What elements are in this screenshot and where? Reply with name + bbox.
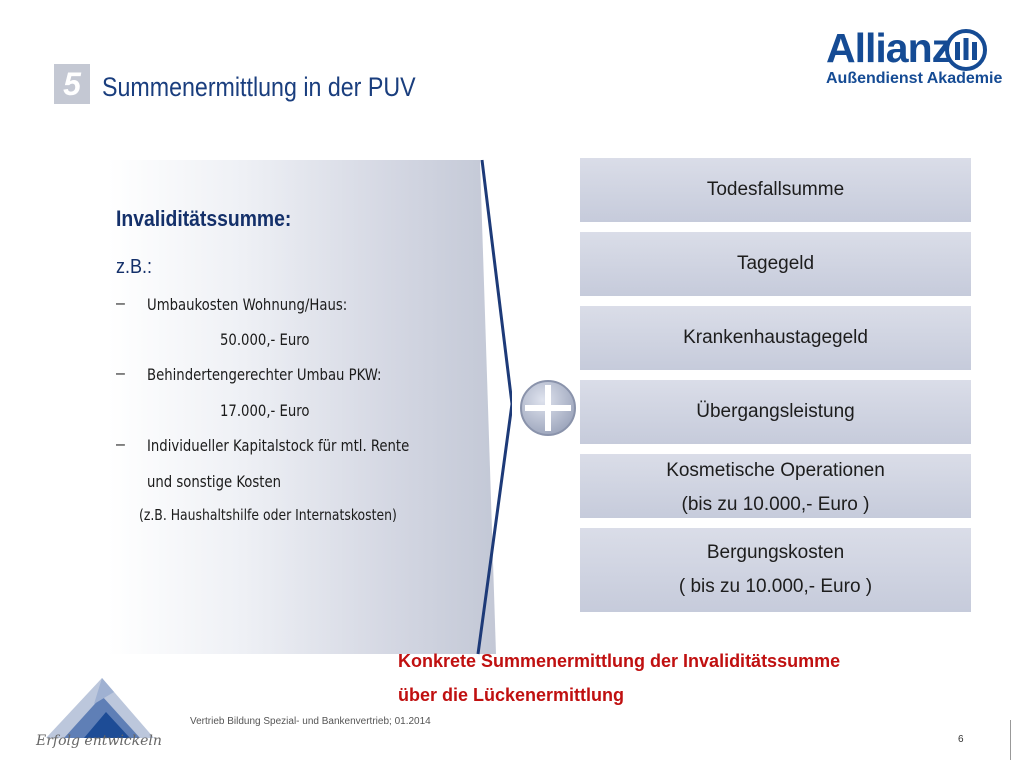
- invaliditaetssumme-heading: Invaliditätssumme:: [116, 206, 292, 231]
- box-uebergangsleistung: Übergangsleistung: [580, 380, 971, 444]
- bullet-item-line2: und sonstige Kosten: [147, 472, 282, 491]
- footer-credit: Vertrieb Bildung Spezial- und Bankenvert…: [190, 716, 431, 727]
- box-bergungskosten: Bergungskosten ( bis zu 10.000,- Euro ): [580, 528, 971, 612]
- box-label: Übergangsleistung: [696, 401, 855, 422]
- box-sublabel: (bis zu 10.000,- Euro ): [681, 494, 870, 515]
- bullet-item-text: Individueller Kapitalstock für mtl. Rent…: [147, 436, 410, 455]
- box-label: Krankenhaustagegeld: [683, 327, 868, 348]
- signature-text: Erfolg entwickeln: [36, 733, 162, 749]
- bullet-dash-icon: –: [116, 295, 125, 312]
- box-label: Todesfallsumme: [706, 179, 845, 200]
- summary-line-2: über die Lückenermittlung: [398, 685, 625, 705]
- allianz-logo-text: Allianz: [826, 25, 952, 71]
- plus-icon: [520, 380, 576, 436]
- box-tagegeld: Tagegeld: [580, 232, 971, 296]
- left-panel-background: [108, 160, 496, 654]
- slide-number-box: [54, 64, 90, 104]
- bullet-item-amount: 50.000,- Euro: [220, 330, 310, 349]
- bullet-dash-icon: –: [116, 365, 125, 382]
- bullet-dash-icon: –: [116, 436, 125, 453]
- box-sublabel: ( bis zu 10.000,- Euro ): [678, 576, 873, 597]
- summary-line-1: Konkrete Summenermittlung der Invaliditä…: [398, 651, 841, 671]
- academy-triangle-logo-icon: [46, 678, 154, 738]
- allianz-eagle-icon: [945, 29, 987, 71]
- logo-subtitle: Außendienst Akademie: [826, 70, 1003, 87]
- bullet-item-amount: 17.000,- Euro: [220, 401, 310, 420]
- bullet-item-note: (z.B. Haushaltshilfe oder Internatskoste…: [139, 506, 397, 524]
- page-number: 6: [958, 734, 964, 745]
- slide-number: 5: [63, 66, 81, 102]
- box-label: Bergungskosten: [706, 542, 845, 563]
- box-todesfallsumme: Todesfallsumme: [580, 158, 971, 222]
- box-kosmetische-operationen: Kosmetische Operationen (bis zu 10.000,-…: [580, 454, 971, 518]
- box-label: Tagegeld: [736, 253, 815, 274]
- summary-text: Konkrete Summenermittlung der Invaliditä…: [398, 644, 840, 712]
- bullet-item-text: Behindertengerechter Umbau PKW:: [147, 365, 382, 384]
- box-krankenhaustagegeld: Krankenhaustagegeld: [580, 306, 971, 370]
- page-title: Summenermittlung in der PUV: [102, 72, 416, 102]
- box-label: Kosmetische Operationen: [666, 460, 885, 481]
- footer-rule: [1010, 720, 1011, 760]
- bullet-item-text: Umbaukosten Wohnung/Haus:: [147, 295, 348, 314]
- example-label: z.B.:: [116, 256, 153, 278]
